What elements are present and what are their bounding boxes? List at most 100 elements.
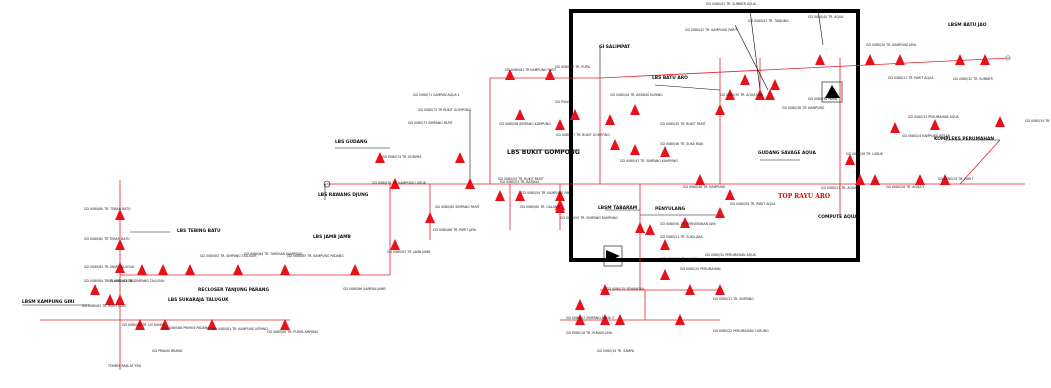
station-label: GD 0080/81 TR. KAMPUNG KERINCI: [212, 327, 268, 331]
station-label: GD 0080/83 TR. SIMPANG TALUGUK: [200, 254, 257, 258]
transformer-triangle: [695, 174, 705, 185]
transformer-triangle: [570, 109, 580, 120]
transformer-triangle: [390, 178, 400, 189]
station-label: GD 0080/29 TR. PARIT: [938, 177, 973, 181]
transformer-triangle: [845, 154, 855, 165]
station-label: GD 0080/32 TR. SUMBER: [953, 77, 994, 81]
transformer-triangle: [635, 222, 645, 233]
station-label: GD 0080/44 TR. BATANG KUNING: [610, 93, 663, 97]
station-label: TEMPAT RAJA AT YEN: [107, 364, 142, 368]
station-label: GD 0080/66 TR. PARIT JAYA: [433, 228, 477, 232]
transformer-triangle: [495, 190, 505, 201]
station-label: GD 0080/30 TR. KAMPUNG JAYA: [866, 43, 917, 47]
transformer-triangle: [660, 239, 670, 250]
lbs-label: LBSM BATU JAO: [948, 22, 987, 28]
transformer-triangle: [645, 224, 655, 235]
station-label: GD 0080/27 TR. AQUA: [821, 186, 857, 190]
transformer-triangle: [185, 264, 195, 275]
transformer-triangle: [895, 54, 905, 65]
transformer-triangle: [465, 178, 475, 189]
station-label: GD 0080/85 TR. KAMPUNG PADANG: [287, 254, 344, 258]
station-label: GD PRIANG BRANG: [152, 349, 183, 353]
station-label: GD 0080/40 TR. AQUA: [808, 15, 844, 19]
station-label: GD 0080/49 TR. PARIT AQUA: [730, 202, 776, 206]
station-label: GD 0080/57 TR. BUKIT GOMPONG: [556, 133, 610, 137]
station-label: GD 0080/80 TR. TEBAH BATU: [84, 207, 131, 211]
station-label: GD 0080/60 TR. GALANG: [520, 205, 560, 209]
station-label: GD 0080/80 TR. PUSPA AMPANG: [267, 330, 319, 334]
transformer-triangle: [980, 54, 990, 65]
station-label: GD 0080/42 TR. KAMPUNG PARIT: [685, 28, 737, 32]
station-label: GD 0080/84 TR. PLANG KUNING: [84, 279, 135, 283]
transformer-markers: [90, 54, 1005, 330]
lbs-label: PENYULANG: [655, 206, 686, 212]
transformer-triangle: [375, 152, 385, 163]
transformer-triangle: [425, 212, 435, 223]
station-label: GD 0080/43 TR. TANJUNG: [748, 19, 789, 23]
transformer-triangle: [575, 314, 585, 325]
station-label: GD 0080/85 TR. MARY JEAN: [82, 304, 126, 308]
transformer-triangle: [555, 119, 565, 130]
transformer-triangle: [350, 264, 360, 275]
transformer-triangle: [715, 207, 725, 218]
station-label: GD 0080/53 TR. BATANG: [500, 180, 540, 184]
station-label: GD 0080/62 TR. PURA: [555, 65, 591, 69]
station-label: GD 0080/52 PERUMAHAN AQUA: [705, 253, 757, 257]
transformer-triangle: [725, 89, 735, 100]
transformer-triangle: [715, 104, 725, 115]
lbs-label: GUDANG SAVAGE AQUA: [758, 150, 816, 156]
station-label: GD 0080/16 TR. MAGG: [661, 257, 698, 261]
lbs-label: LBS BATU ARO: [652, 75, 688, 81]
lbs-label: LBS BUKIT GOMPONG: [507, 149, 580, 156]
station-label: GD 0080/72 TR BUKIT GOMPONG: [418, 108, 471, 112]
transformer-triangle: [685, 284, 695, 295]
lbs-label: LBSM KAMPUNG GIRI: [22, 299, 75, 305]
highlight-frame: [569, 9, 860, 262]
station-label: GD 0080/82 TR TEBAH BATU: [84, 237, 130, 241]
lbs-label: LBS RAWANG DJUNG: [318, 192, 369, 198]
station-label: GD 0080/31 TR. PARIT AQUA: [888, 76, 934, 80]
station-label: GD 0080/35 TR. AQUA JAYA: [720, 93, 764, 97]
transformer-triangle: [115, 294, 125, 305]
transformer-triangle: [137, 264, 147, 275]
lbs-label: KOMPLEKS PERUMAHAN: [934, 136, 994, 142]
transformer-triangle: [815, 54, 825, 65]
transformer-triangle: [115, 262, 125, 273]
lbs-label: LBS SUKARAJA TALUGUK: [168, 297, 229, 303]
transformer-triangle: [930, 119, 940, 130]
transformer-triangle: [740, 74, 750, 85]
station-label: GD 0080/26 TR. LUBUK: [846, 152, 884, 156]
transformer-triangle: [755, 89, 765, 100]
transformer-triangle: [233, 264, 243, 275]
station-label: GD 0080/88 PRIMUS PADANG: [163, 326, 210, 330]
station-label: GD 0080/48 TR. KAMPUNG: [683, 185, 726, 189]
transformer-triangle: [115, 239, 125, 250]
station-label: GD 0080/87 TR. LIS KAMPU: [122, 323, 166, 327]
transformer-triangle: [135, 319, 145, 330]
station-label: GD 0080/17 SIMPANG AQUA 3: [566, 316, 614, 320]
station-label: GD 0080/38 TR. KAMPUNG: [782, 106, 825, 110]
station-label: GD 0080/54 TR. KAMPUNG PARIT: [521, 191, 573, 195]
transformer-triangle: [545, 69, 555, 80]
transformer-triangle: [455, 152, 465, 163]
station-label: GD 0080/33 PERUMAHAN AQUA: [908, 115, 960, 119]
station-label: GD 0080/45 TR. BUKIT PARIT: [660, 122, 706, 126]
lbs-label: LBS TEBING BATU: [177, 228, 221, 234]
transformer-triangle: [90, 284, 100, 295]
station-label: GD 0080/84 TR. TAREKAN KAMPUNG: [244, 252, 303, 256]
transformer-triangle: [715, 284, 725, 295]
station-label: GD 0080/34 TR. BATANG: [1025, 119, 1051, 123]
transformer-triangle: [855, 174, 865, 185]
lbs-label: RECLOSER TANJUNG PARANG: [198, 287, 269, 293]
station-label: GD 0080/61 TR KAMPUNG PARIT: [505, 68, 557, 72]
station-label: GD 0080/28 TR. AQUA 2: [886, 185, 924, 189]
transformer-triangle: [605, 114, 615, 125]
lbs-label: LBSM TABARAM: [598, 205, 637, 211]
transformer-triangle: [390, 239, 400, 250]
station-label: GD PUNI: [555, 100, 569, 104]
transformer-triangle: [555, 190, 565, 201]
transformer-triangle: [660, 146, 670, 157]
